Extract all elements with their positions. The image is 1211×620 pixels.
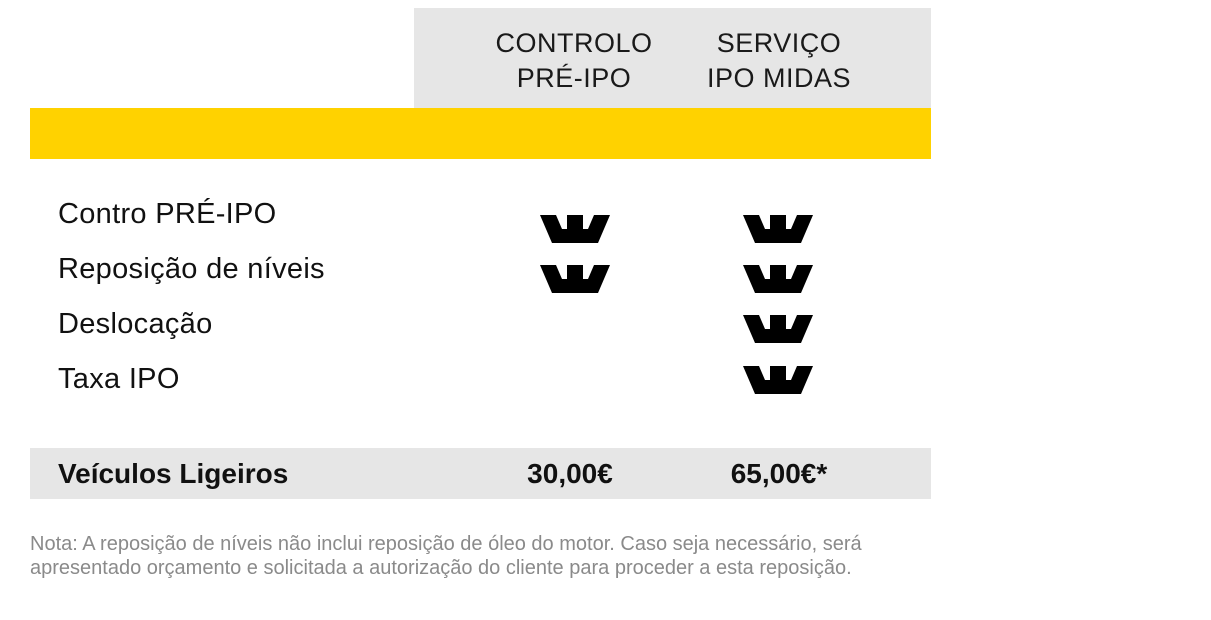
pricing-row [30,448,931,499]
row-label-contro-pre-ipo: Contro PRÉ-IPO [58,198,277,230]
crown-check-icon [743,215,813,243]
crown-check-icon [743,265,813,293]
accent-bar [30,108,931,159]
footnote: Nota: A reposição de níveis não inclui r… [30,533,862,579]
row-label-reposicao-niveis: Reposição de níveis [58,253,325,285]
crown-check-icon [743,315,813,343]
pricing-label: Veículos Ligeiros [58,458,289,489]
crown-check-icon [540,215,610,243]
table-header [414,8,931,112]
column-title-controlo-pre-ipo: CONTROLO PRÉ-IPO [495,28,653,93]
crown-check-icon [743,366,813,394]
crown-check-icon [540,265,610,293]
column-title-servico-ipo-midas: SERVIÇO IPO MIDAS [706,28,852,93]
row-label-deslocacao: Deslocação [58,308,213,340]
row-label-taxa-ipo: Taxa IPO [58,363,180,395]
price-servico-ipo-midas: 65,00€* [730,458,828,489]
price-controlo-pre-ipo: 30,00€ [527,458,613,489]
